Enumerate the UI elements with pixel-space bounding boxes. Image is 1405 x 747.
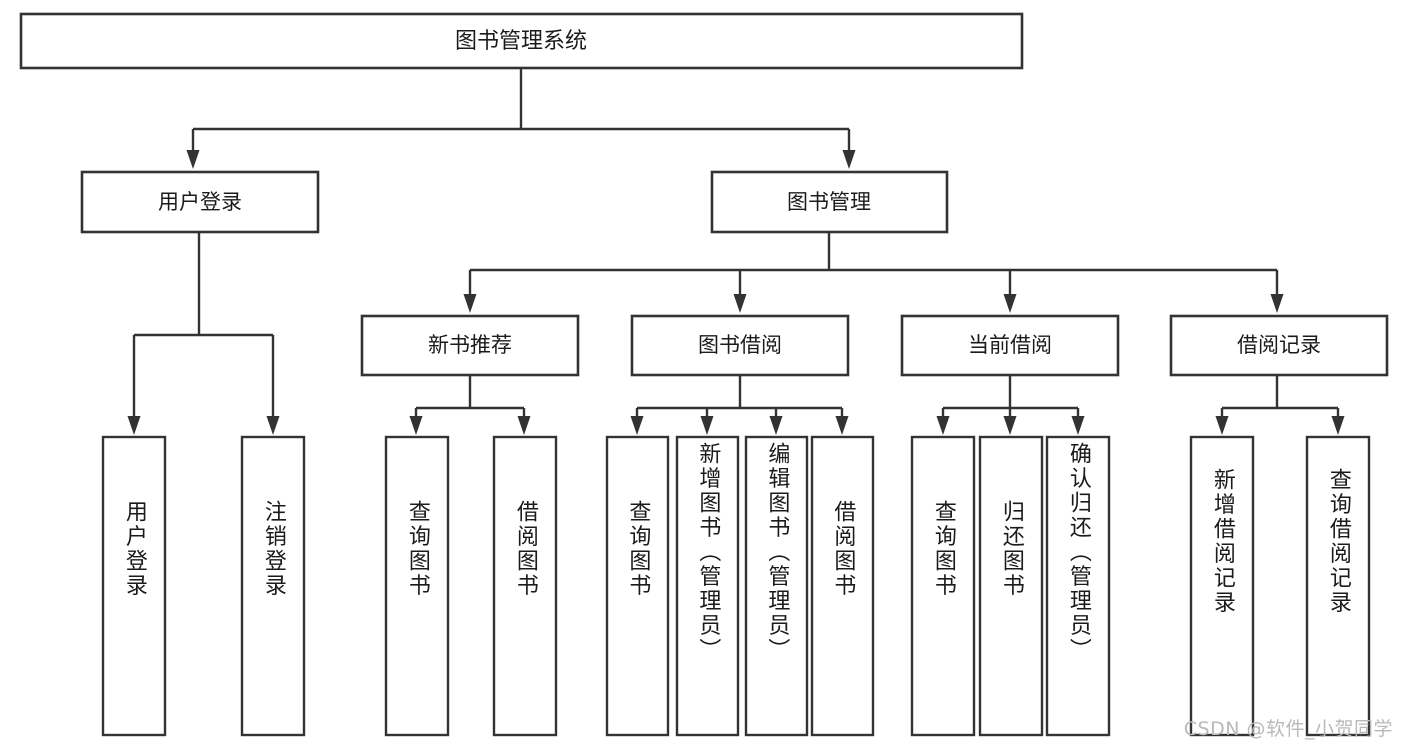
arrowhead-icon	[733, 294, 747, 313]
node-user-login[interactable]: 用户登录	[80, 170, 320, 234]
arrowhead-icon	[835, 416, 849, 435]
connector-borrow-record-to-leaves	[1215, 375, 1345, 435]
node-borrow-record-label: 借阅记录	[1237, 333, 1321, 357]
node-current-borrow-label: 当前借阅	[968, 333, 1052, 357]
arrowhead-icon	[630, 416, 644, 435]
arrowhead-icon	[1071, 416, 1085, 435]
arrowhead-icon	[1215, 416, 1229, 435]
csdn-watermark: CSDN @软件_小贺同学	[1183, 718, 1393, 740]
arrowhead-icon	[186, 150, 200, 169]
leaf-box-user-login[interactable]	[101, 435, 167, 737]
node-root-label: 图书管理系统	[455, 29, 587, 54]
connector-current-borrow-to-leaves	[936, 375, 1085, 435]
connector-book-borrow-to-leaves	[630, 375, 849, 435]
node-root[interactable]: 图书管理系统	[19, 12, 1024, 70]
connector-user-login-to-leaves	[127, 232, 280, 435]
arrowhead-icon	[127, 416, 141, 435]
node-book-borrow-label: 图书借阅	[698, 333, 782, 357]
leaf-box-edit-book-admin[interactable]	[744, 435, 809, 737]
leaf-box-query-book-3[interactable]	[910, 435, 976, 737]
leaf-box-query-borrow-record[interactable]	[1305, 435, 1371, 737]
node-user-login-label: 用户登录	[158, 190, 242, 214]
arrowhead-icon	[463, 294, 477, 313]
leaf-box-confirm-return-admin[interactable]	[1045, 435, 1111, 737]
node-new-book-recommend[interactable]: 新书推荐	[360, 314, 580, 377]
arrowhead-icon	[1331, 416, 1345, 435]
arrowhead-icon	[1270, 294, 1284, 313]
connector-book-mgmt-to-level2	[463, 232, 1284, 313]
leaf-box-borrow-book-1[interactable]	[492, 435, 558, 737]
node-current-borrow[interactable]: 当前借阅	[900, 314, 1120, 377]
node-book-borrow[interactable]: 图书借阅	[630, 314, 850, 377]
arrowhead-icon	[517, 416, 531, 435]
arrowhead-icon	[842, 150, 856, 169]
arrowhead-icon	[769, 416, 783, 435]
arrowhead-icon	[409, 416, 423, 435]
leaf-box-query-book-2[interactable]	[605, 435, 670, 737]
leaf-box-logout[interactable]	[240, 435, 306, 737]
node-book-management-label: 图书管理	[787, 190, 871, 214]
leaf-box-add-borrow-record[interactable]	[1189, 435, 1255, 737]
leaf-box-add-book-admin[interactable]	[675, 435, 740, 737]
node-new-book-recommend-label: 新书推荐	[428, 333, 512, 357]
leaf-boxes	[101, 435, 1371, 737]
leaf-box-return-book[interactable]	[978, 435, 1044, 737]
node-book-management[interactable]: 图书管理	[710, 170, 949, 234]
connector-new-book-to-leaves	[409, 375, 531, 435]
arrowhead-icon	[1003, 294, 1017, 313]
arrowhead-icon	[936, 416, 950, 435]
arrowhead-icon	[700, 416, 714, 435]
arrowhead-icon	[266, 416, 280, 435]
connector-root-to-level1	[186, 68, 856, 169]
arrowhead-icon	[1003, 416, 1017, 435]
node-borrow-record[interactable]: 借阅记录	[1169, 314, 1389, 377]
leaf-box-borrow-book-2[interactable]	[810, 435, 875, 737]
leaf-box-query-book-1[interactable]	[384, 435, 450, 737]
